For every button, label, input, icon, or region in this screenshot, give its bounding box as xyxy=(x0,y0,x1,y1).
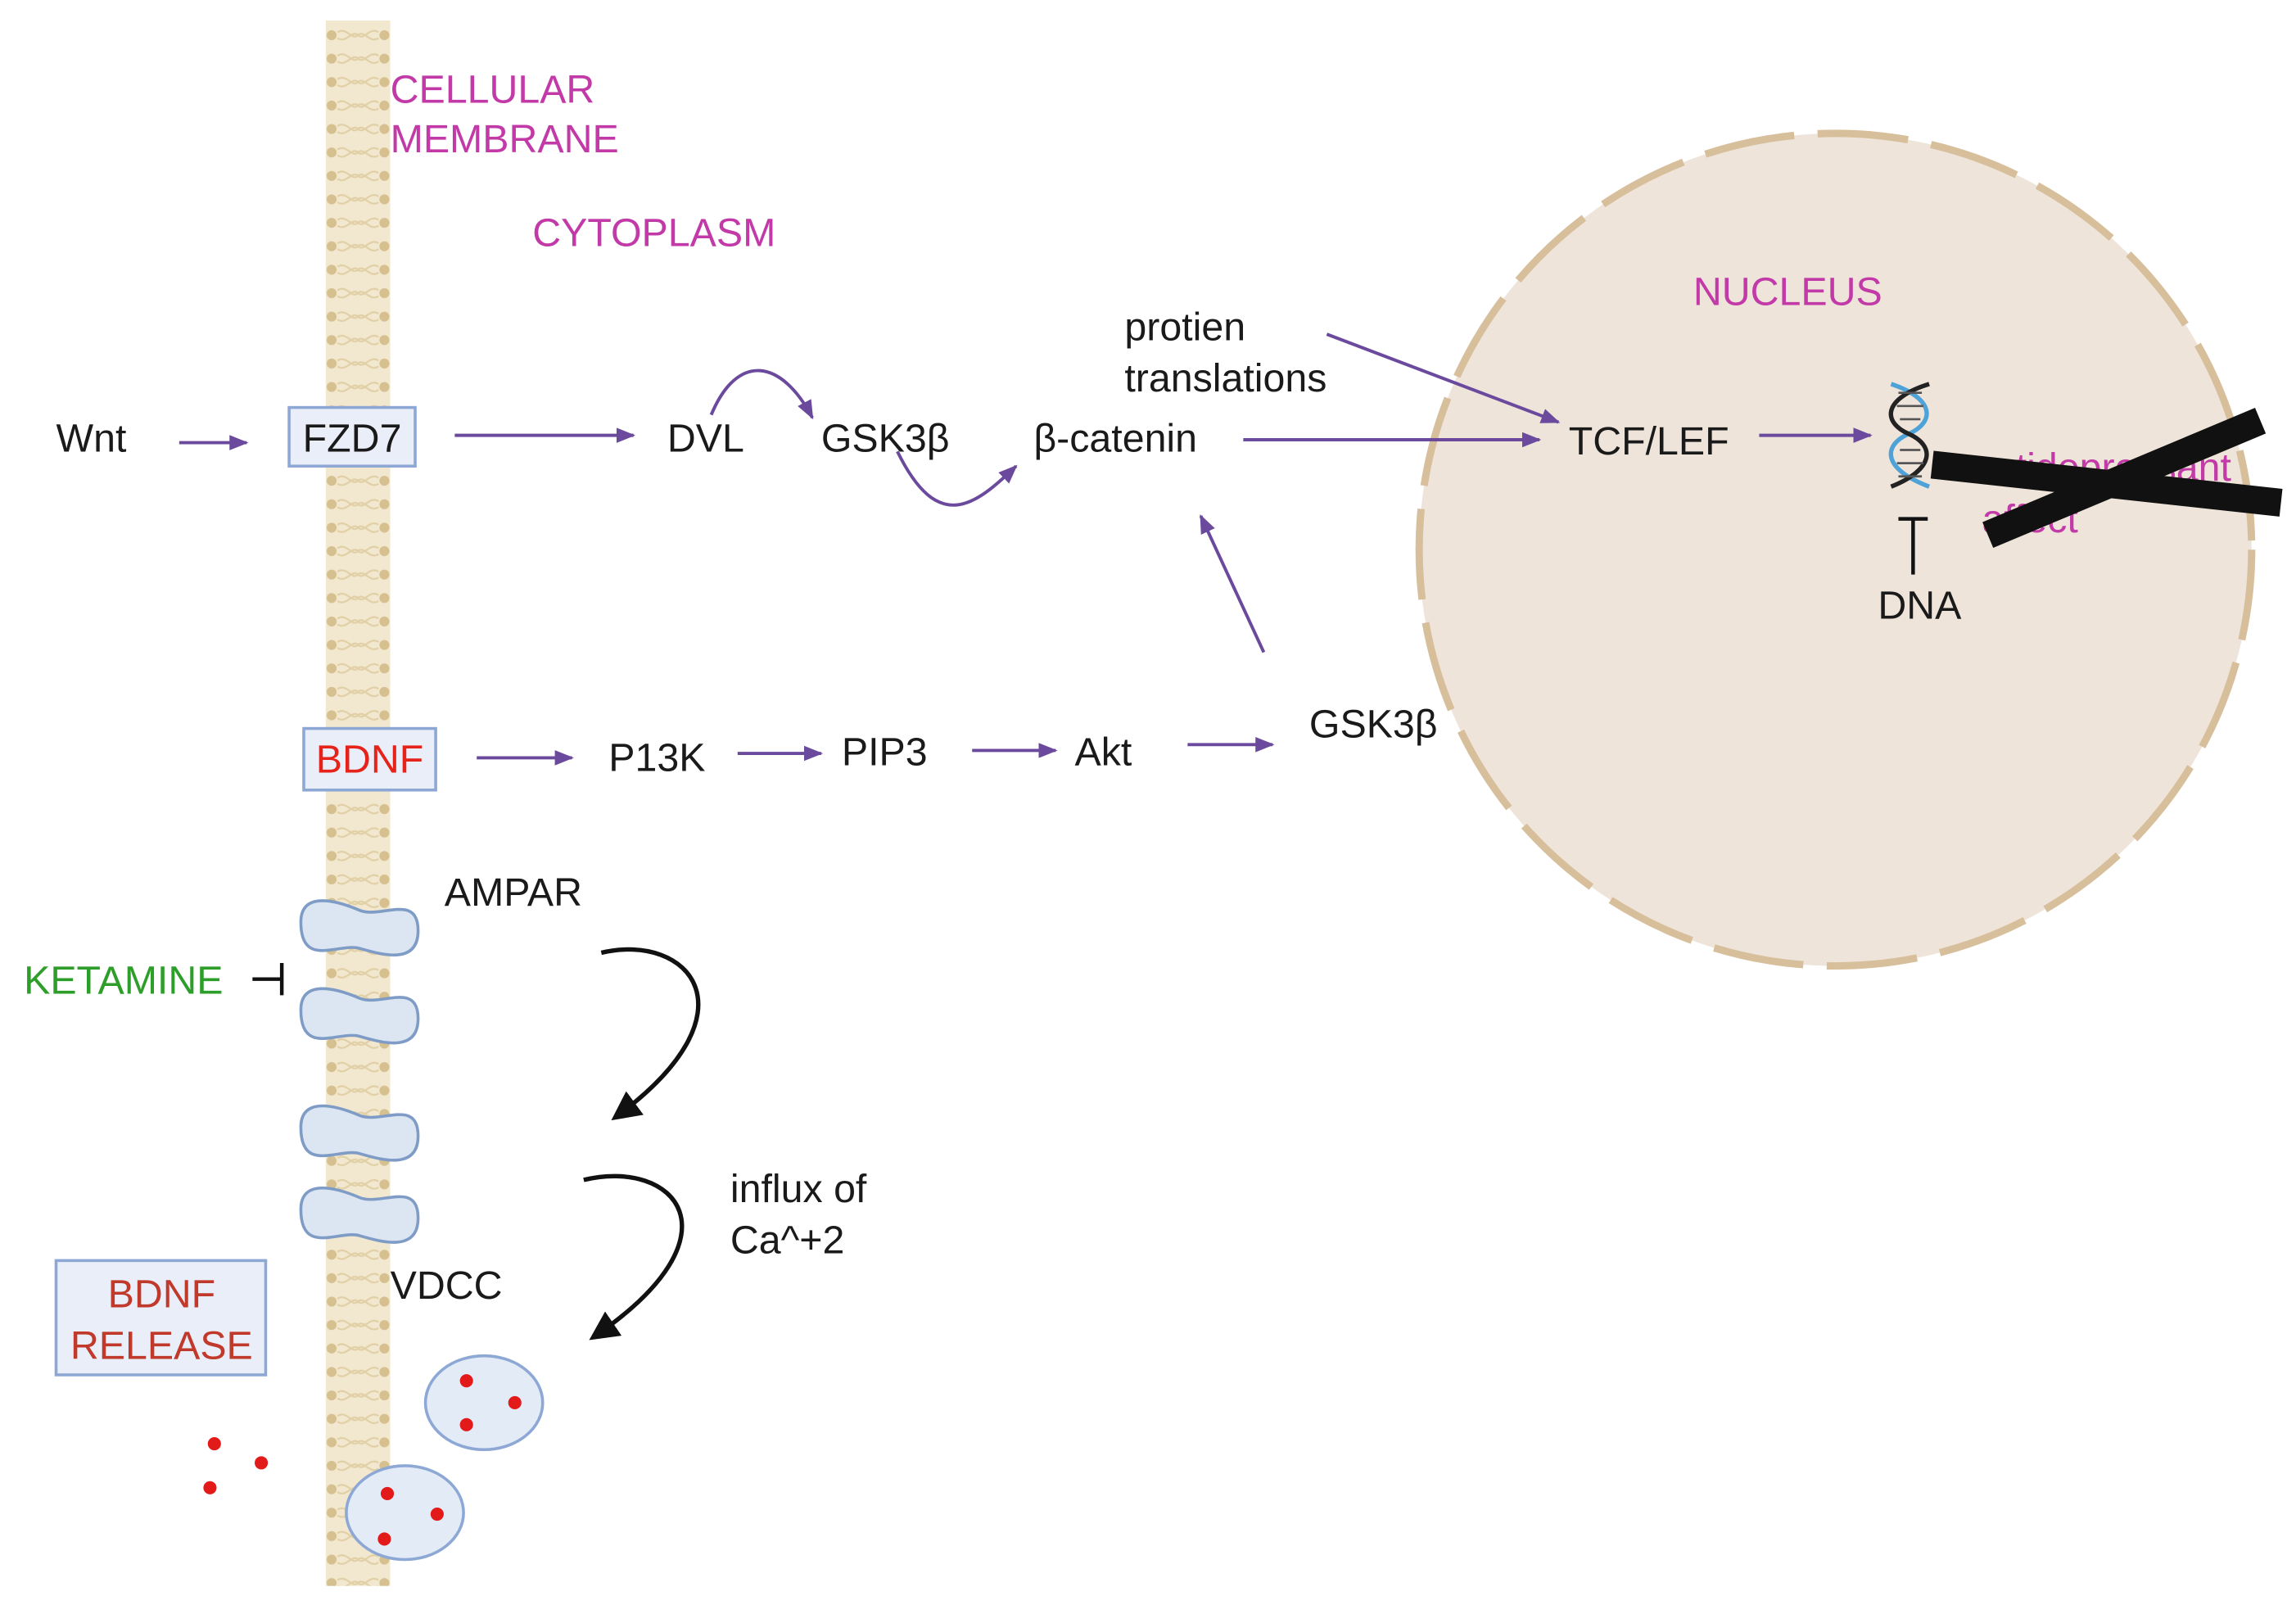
fzd7-box xyxy=(287,405,417,468)
bdnf-label: BDNF xyxy=(316,737,424,781)
dna-inhibition-bar xyxy=(1898,517,1928,575)
gsk3b-label: GSK3β xyxy=(821,416,950,460)
influx-label-line2: Ca^+2 xyxy=(730,1218,845,1262)
ketamine-label: KETAMINE xyxy=(24,959,223,1003)
bdnf-release-line1: BDNF xyxy=(108,1273,216,1317)
akt-label: Akt xyxy=(1075,730,1132,774)
membrane-label-line2: MEMBRANE xyxy=(391,117,619,161)
fzd7-label: FZD7 xyxy=(303,416,402,460)
vesicle xyxy=(345,1464,465,1562)
calcium-influx-arrow xyxy=(583,1173,685,1341)
ketamine-inhibition-mark xyxy=(252,963,284,996)
protein-translation-label-line1: protien xyxy=(1124,305,1245,349)
ampar-to-vdcc-arrow xyxy=(600,947,701,1121)
wnt-label: Wnt xyxy=(56,416,126,460)
nucleus-label: NUCLEUS xyxy=(1693,269,1882,314)
nucleus xyxy=(1415,129,2256,970)
bdnf-release-box xyxy=(54,1259,268,1377)
membrane-label-line1: CELLULAR xyxy=(391,67,595,111)
bdnf-pathway: BDNF P13K PIP3 Akt GSK3β xyxy=(302,513,1438,792)
bdnf-box xyxy=(302,726,437,792)
receptor-channel xyxy=(299,1187,420,1244)
p13k-label: P13K xyxy=(608,736,705,780)
ion-channels: AMPAR KETAMINE influx of Ca^+2 VDCC xyxy=(24,870,867,1341)
cytoplasm-label: CYTOPLASM xyxy=(532,211,775,255)
nucleus-body xyxy=(1415,129,2256,970)
gsk3b-to-beta-catenin-arrow xyxy=(896,450,1018,507)
tcf-lef-label: TCF/LEF xyxy=(1569,419,1729,463)
influx-label-line1: influx of xyxy=(730,1167,867,1211)
dna-helix-icon xyxy=(1888,382,1930,489)
bdnf-release: BDNF RELEASE xyxy=(54,1259,545,1562)
wnt-pathway: Wnt FZD7 DVL GSK3β β-catenin protien tra… xyxy=(56,305,1873,507)
cell-membrane xyxy=(325,20,391,1586)
translation-to-tcf-arrow xyxy=(1326,332,1561,424)
receptor-channel xyxy=(299,987,420,1045)
bdnf-release-line2: RELEASE xyxy=(70,1323,253,1368)
gsk3b-to-beta-catenin-arrow xyxy=(1199,513,1266,653)
vesicle xyxy=(423,1354,545,1452)
protein-translation-label-line2: translations xyxy=(1124,356,1327,400)
dvl-to-gsk3b-arrow xyxy=(709,368,814,420)
pip3-label: PIP3 xyxy=(842,730,928,774)
dvl-label: DVL xyxy=(667,416,744,460)
dna-label: DNA xyxy=(1878,583,1962,627)
ampar-label: AMPAR xyxy=(445,870,582,915)
gsk3b-lower-label: GSK3β xyxy=(1309,702,1438,746)
released-bdnf-particles xyxy=(203,1437,269,1494)
receptor-channel xyxy=(299,899,420,957)
receptor-channel xyxy=(299,1104,420,1162)
beta-catenin-label: β-catenin xyxy=(1033,416,1197,460)
cross-out-mark xyxy=(1930,408,2283,549)
vdcc-label: VDCC xyxy=(391,1264,503,1308)
